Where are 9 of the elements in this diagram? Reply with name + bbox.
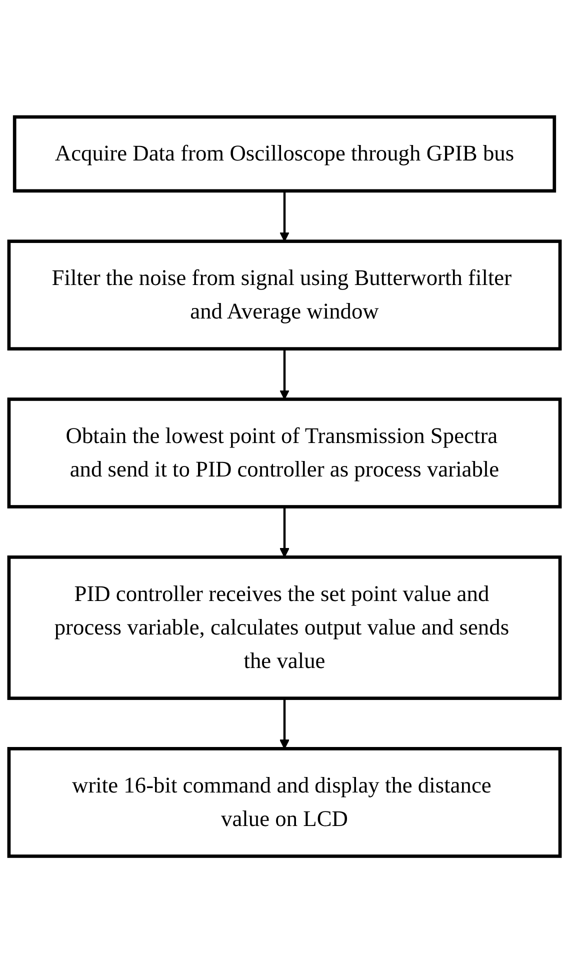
node-box: Obtain the lowest point of Transmission Spectra and send it to PID controller as process variable: [7, 398, 562, 509]
arrow: [280, 507, 290, 558]
node-box: Filter the noise from signal using Butterworth filter and Average window: [7, 240, 562, 351]
node-box: write 16-bit command and display the distance value on LCD: [7, 747, 562, 858]
node-box: Acquire Data from Oscilloscope through GPIB bus: [12, 116, 556, 193]
arrow: [280, 698, 290, 750]
arrow: [280, 349, 290, 400]
arrow: [280, 191, 290, 242]
node-box: PID controller receives the set point value and process variable, calculates output value and sends the value: [7, 556, 562, 700]
